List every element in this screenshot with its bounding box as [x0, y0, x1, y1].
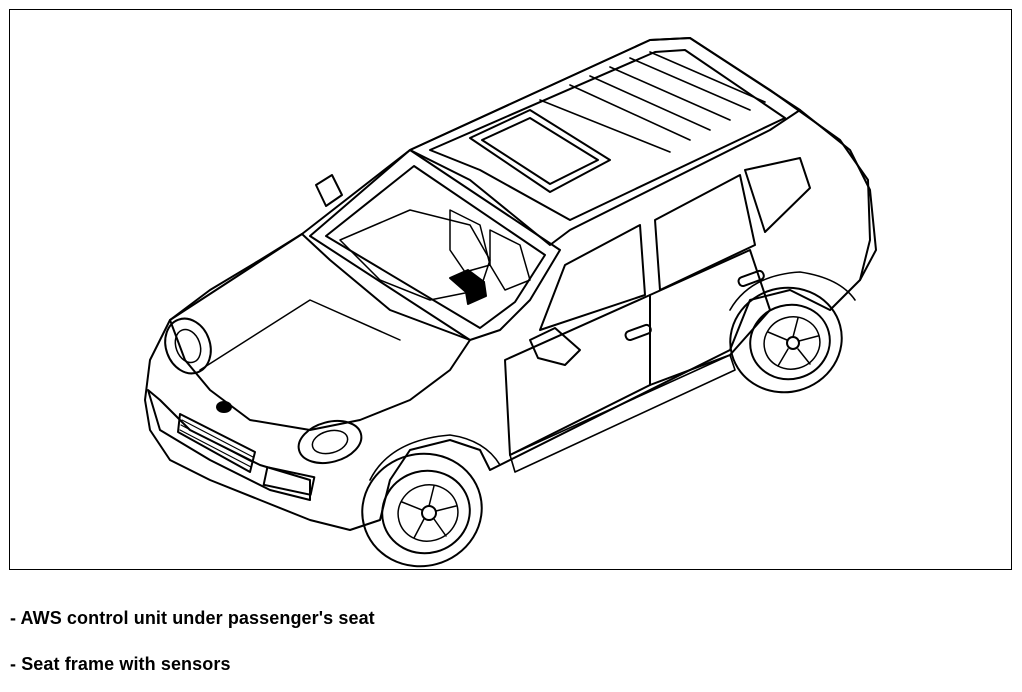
caption-seat-frame: - Seat frame with sensors — [10, 654, 231, 674]
dashboard — [339, 209, 491, 301]
door-handle-front — [624, 323, 652, 342]
headlight-left-inner — [174, 328, 202, 364]
suv-drawing — [144, 37, 877, 568]
rear-door — [649, 249, 771, 386]
sunroof — [469, 109, 611, 193]
side-sill — [509, 354, 736, 473]
windshield — [309, 149, 561, 341]
front-door — [504, 294, 651, 456]
sunroof-inner — [481, 117, 599, 185]
hood-crease — [199, 299, 401, 371]
front-wheel-arch — [369, 434, 501, 481]
fog-light — [262, 466, 316, 496]
headlight-right-inner — [311, 429, 349, 455]
rear-section — [799, 109, 877, 281]
front-wheel — [361, 452, 483, 568]
hood — [169, 233, 471, 431]
seat-right — [489, 229, 531, 291]
illustration-frame — [9, 9, 1012, 570]
mirror-left — [315, 174, 343, 207]
roof-stripes — [539, 51, 766, 153]
seat-left — [449, 209, 491, 273]
window-rear — [654, 174, 756, 291]
grille — [177, 413, 256, 473]
roof — [409, 37, 801, 246]
front-bumper — [147, 389, 311, 501]
rear-wheel-arch — [729, 271, 856, 311]
window-front — [539, 224, 646, 331]
door-handle-rear — [737, 269, 765, 288]
headlight-right — [297, 419, 363, 465]
roof-inner — [429, 49, 786, 221]
emblem — [216, 401, 232, 413]
window-quarter — [744, 157, 811, 233]
rear-wheel — [729, 286, 843, 394]
aws-control-unit — [449, 269, 487, 305]
headlight-left — [164, 317, 212, 375]
caption-aws-control-unit: - AWS control unit under passenger's sea… — [10, 608, 375, 628]
mirror-right — [529, 327, 581, 366]
